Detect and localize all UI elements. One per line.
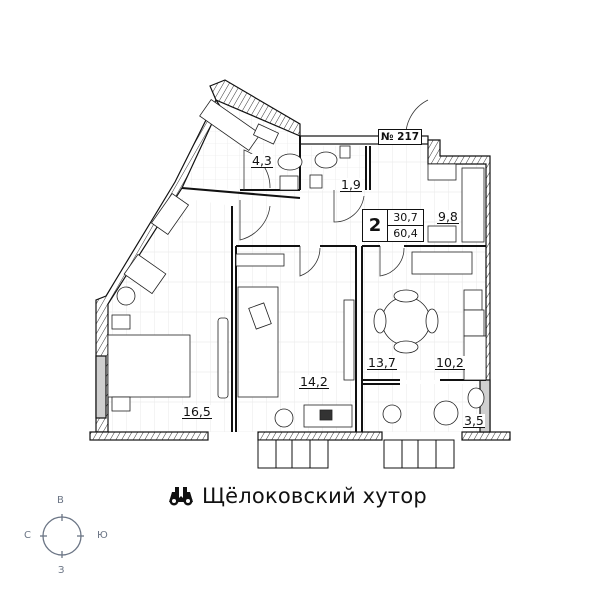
room-area-kitchen: 10,2 <box>435 355 465 370</box>
brand-logo: Щёлоковский хутор <box>168 484 427 508</box>
living-area: 30,7 <box>388 210 423 226</box>
area-values: 30,7 60,4 <box>388 210 423 241</box>
room-area-living-room: 14,2 <box>299 374 329 389</box>
room-area-kitchen-living: 13,7 <box>367 355 397 370</box>
room-area-toilet: 1,9 <box>340 177 362 192</box>
compass-top: В <box>57 495 64 506</box>
interior-walls <box>181 136 486 432</box>
compass-left: С <box>24 530 31 541</box>
balconies <box>257 439 455 469</box>
room-area-bathroom: 4,3 <box>251 153 273 168</box>
apartment-number: № 217 <box>378 129 422 145</box>
furniture <box>107 99 487 428</box>
binoculars-icon <box>169 487 193 506</box>
compass: В Ю З С <box>20 490 110 580</box>
compass-ring <box>40 514 84 558</box>
rooms-count: 2 <box>363 210 388 241</box>
room-area-hallway: 9,8 <box>437 209 459 224</box>
brand-name: Щёлоковский хутор <box>202 484 427 508</box>
room-area-bedroom: 16,5 <box>182 404 212 419</box>
total-area: 60,4 <box>393 227 418 240</box>
apartment-summary: 2 30,7 60,4 <box>362 209 424 242</box>
room-area-loggia: 3,5 <box>463 413 485 428</box>
compass-bottom: З <box>58 565 65 576</box>
compass-right: Ю <box>97 530 108 541</box>
